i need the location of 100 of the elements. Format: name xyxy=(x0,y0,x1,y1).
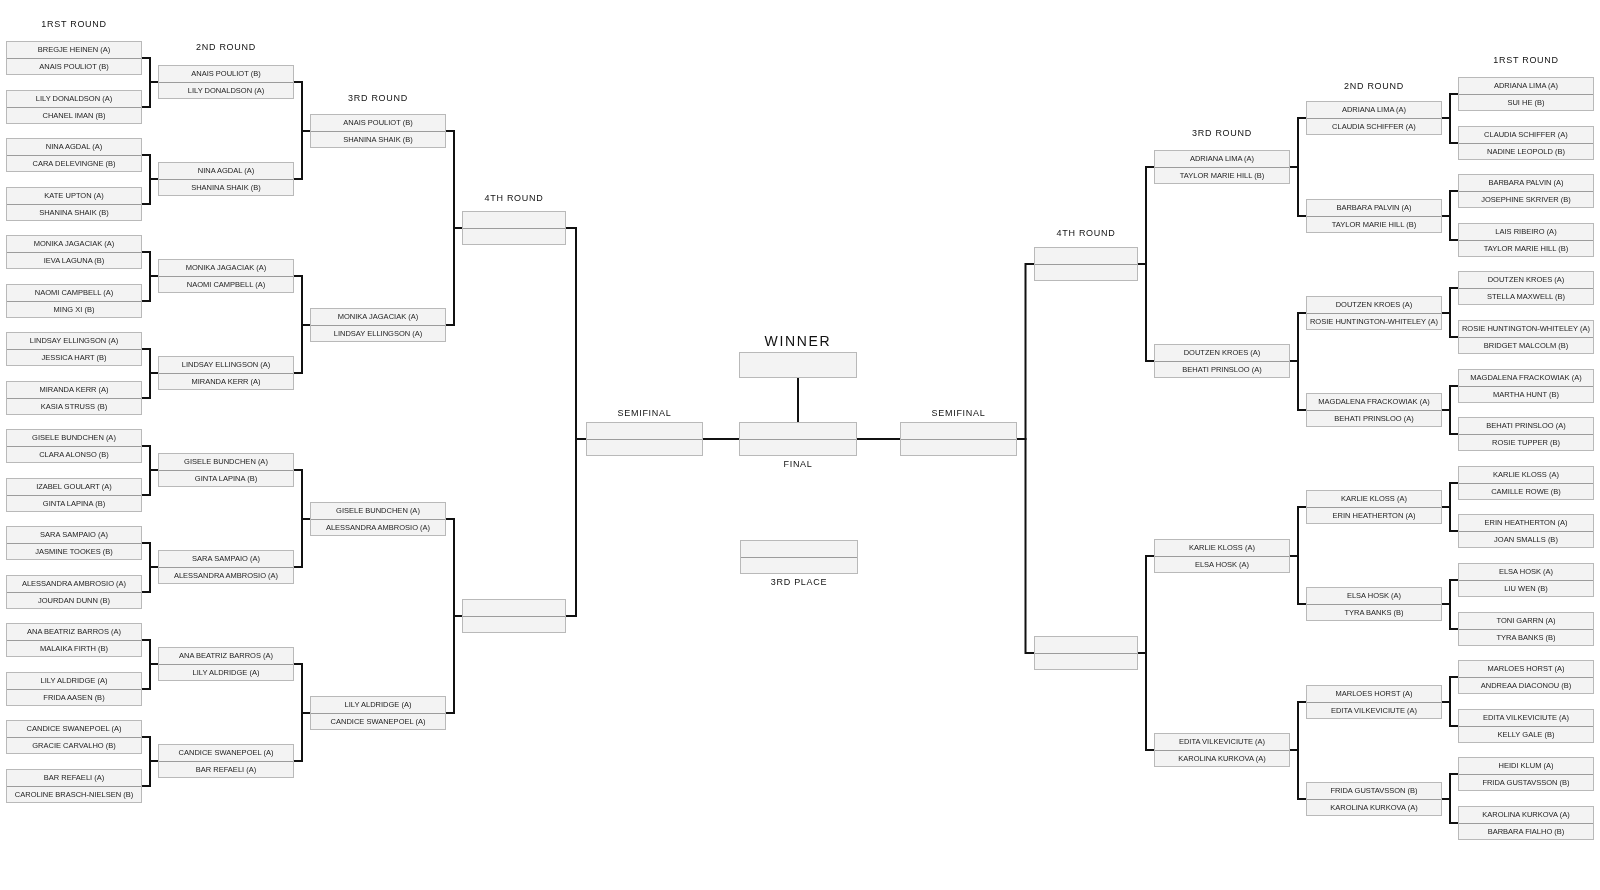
stage-label: FINAL xyxy=(783,460,813,469)
match-box xyxy=(6,769,142,803)
match-box xyxy=(1306,587,1442,621)
match-box xyxy=(158,453,294,487)
bracket-line xyxy=(1289,555,1307,605)
bracket-line xyxy=(141,372,159,399)
round-heading: 4TH ROUND xyxy=(484,194,544,203)
match-box xyxy=(1458,417,1594,451)
match-box xyxy=(6,332,142,366)
match-box xyxy=(586,422,703,456)
match-box xyxy=(1154,733,1290,767)
bracket-line xyxy=(445,615,463,714)
match-box xyxy=(1458,126,1594,160)
match-box xyxy=(1306,296,1442,330)
match-box xyxy=(1306,199,1442,233)
match-box xyxy=(310,502,446,536)
match-box xyxy=(158,162,294,196)
match-box xyxy=(1458,77,1594,111)
match-box xyxy=(310,696,446,730)
bracket-line xyxy=(293,518,311,568)
match-box xyxy=(1458,174,1594,208)
round-heading: 3RD ROUND xyxy=(348,94,408,103)
match-box xyxy=(1458,271,1594,305)
match-box xyxy=(6,381,142,415)
match-box xyxy=(6,575,142,609)
match-box xyxy=(158,744,294,778)
match-box xyxy=(310,114,446,148)
match-box xyxy=(739,422,857,456)
bracket-line xyxy=(1016,438,1035,654)
match-box xyxy=(6,526,142,560)
match-box xyxy=(1458,563,1594,597)
bracket-line xyxy=(141,469,159,496)
match-box xyxy=(6,41,142,75)
round-heading: 2ND ROUND xyxy=(196,43,256,52)
bracket-line xyxy=(293,324,311,374)
match-box xyxy=(1458,612,1594,646)
stage-label: WINNER xyxy=(764,334,832,348)
round-heading: 1RST ROUND xyxy=(41,20,107,29)
bracket-line xyxy=(565,438,587,617)
bracket-line xyxy=(1289,360,1307,411)
match-box xyxy=(1306,101,1442,135)
round-heading: 3RD ROUND xyxy=(1192,129,1252,138)
bracket-line xyxy=(1137,652,1155,751)
match-box xyxy=(158,65,294,99)
match-box xyxy=(1458,320,1594,354)
match-box xyxy=(310,308,446,342)
match-box xyxy=(6,478,142,512)
match-box xyxy=(1034,247,1138,281)
match-box xyxy=(740,540,858,574)
match-box xyxy=(158,259,294,293)
bracket-line xyxy=(1137,263,1155,362)
round-heading: 4TH ROUND xyxy=(1056,229,1116,238)
bracket-line xyxy=(1289,749,1307,800)
match-box xyxy=(1458,757,1594,791)
match-box xyxy=(6,720,142,754)
match-box xyxy=(1458,466,1594,500)
stage-label: SEMIFINAL xyxy=(931,409,986,418)
match-box xyxy=(6,284,142,318)
bracket-line xyxy=(141,81,159,108)
match-box xyxy=(1458,514,1594,548)
bracket-line xyxy=(702,438,740,440)
match-box xyxy=(900,422,1017,456)
match-box xyxy=(1306,685,1442,719)
bracket-line xyxy=(1441,215,1459,241)
match-box xyxy=(6,90,142,124)
match-box xyxy=(1458,806,1594,840)
bracket-line xyxy=(141,663,159,690)
bracket-line xyxy=(1441,798,1459,824)
match-box xyxy=(1458,709,1594,743)
match-box xyxy=(1154,150,1290,184)
bracket-line xyxy=(1441,409,1459,435)
match-box xyxy=(6,235,142,269)
match-box xyxy=(462,599,566,633)
match-box xyxy=(1154,344,1290,378)
match-box xyxy=(6,623,142,657)
match-box xyxy=(6,672,142,706)
bracket-line xyxy=(1441,506,1459,532)
match-box xyxy=(158,356,294,390)
match-box xyxy=(6,187,142,221)
bracket-line xyxy=(293,130,311,180)
match-box xyxy=(1154,539,1290,573)
bracket-line xyxy=(141,566,159,593)
match-box xyxy=(6,429,142,463)
match-box xyxy=(1458,369,1594,403)
match-box xyxy=(6,138,142,172)
match-box xyxy=(1306,393,1442,427)
bracket-line xyxy=(445,227,463,326)
match-box xyxy=(158,647,294,681)
bracket-line xyxy=(1441,701,1459,727)
bracket-line xyxy=(293,712,311,762)
match-box xyxy=(1458,660,1594,694)
bracket-line xyxy=(141,275,159,302)
bracket-line xyxy=(1441,603,1459,630)
match-box xyxy=(158,550,294,584)
stage-label: 3RD PLACE xyxy=(770,578,828,587)
match-box xyxy=(462,211,566,245)
bracket-line xyxy=(141,760,159,787)
bracket-line xyxy=(856,438,901,440)
round-heading: 1RST ROUND xyxy=(1493,56,1559,65)
round-heading: 2ND ROUND xyxy=(1344,82,1404,91)
